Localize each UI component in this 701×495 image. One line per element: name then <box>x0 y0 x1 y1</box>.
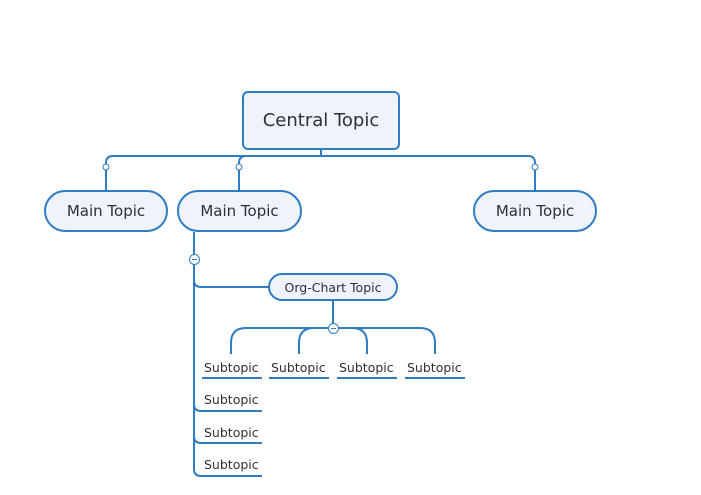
subtopic-node[interactable]: Subtopic <box>271 360 326 376</box>
central-topic-node[interactable]: Central Topic <box>242 91 400 150</box>
collapse-toggle-icon[interactable] <box>189 254 200 265</box>
subtopic-label: Subtopic <box>204 360 259 375</box>
subtopic-node[interactable]: Subtopic <box>204 425 259 441</box>
subtopic-label: Subtopic <box>407 360 462 375</box>
subtopic-node[interactable]: Subtopic <box>204 392 259 408</box>
subtopic-label: Subtopic <box>204 425 259 440</box>
main-topic-label: Main Topic <box>66 202 146 220</box>
main-topic-node[interactable]: Main Topic <box>473 190 597 232</box>
main-topic-node[interactable]: Main Topic <box>44 190 168 232</box>
subtopic-label: Subtopic <box>271 360 326 375</box>
central-topic-label: Central Topic <box>262 110 380 131</box>
subtopic-label: Subtopic <box>339 360 394 375</box>
main-topic-node[interactable]: Main Topic <box>177 190 302 232</box>
subtopic-node[interactable]: Subtopic <box>407 360 462 376</box>
org-chart-topic-label: Org-Chart Topic <box>284 279 382 295</box>
subtopic-node[interactable]: Subtopic <box>339 360 394 376</box>
main-topic-label: Main Topic <box>495 202 575 220</box>
subtopic-label: Subtopic <box>204 457 259 472</box>
main-topic-label: Main Topic <box>200 202 279 220</box>
subtopic-label: Subtopic <box>204 392 259 407</box>
subtopic-node[interactable]: Subtopic <box>204 457 259 473</box>
org-chart-topic-node[interactable]: Org-Chart Topic <box>268 273 398 301</box>
subtopic-node[interactable]: Subtopic <box>204 360 259 376</box>
collapse-toggle-icon[interactable] <box>328 323 339 334</box>
